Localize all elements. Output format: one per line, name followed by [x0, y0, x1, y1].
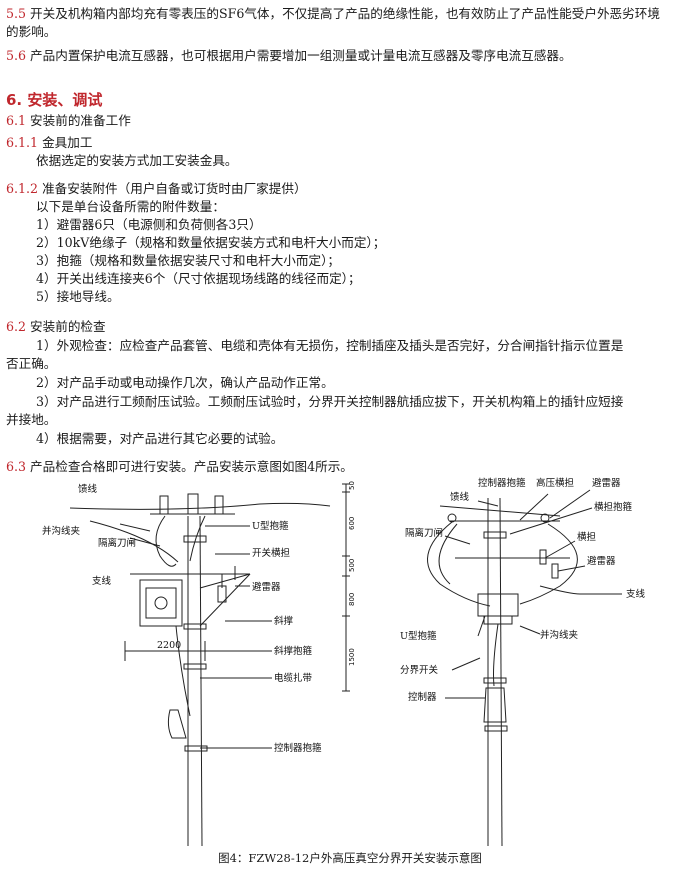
left-parallel-clamp-wire — [89, 520, 179, 563]
s6-1: 6.1 安装前的准备工作 — [6, 112, 131, 130]
s6-1-num: 6.1 — [6, 113, 27, 128]
s6-1-1-text: 金具加工 — [42, 135, 93, 150]
insulator-icon — [540, 513, 550, 523]
label-brace-clamp: 斜撑抱箍 — [274, 645, 313, 657]
label-cable-tie: 电缆扎带 — [274, 672, 313, 684]
list-item: 5）接地导线。 — [36, 289, 120, 304]
s6-2-num: 6.2 — [6, 319, 27, 334]
arrester-icon — [217, 585, 227, 603]
left-controller — [167, 709, 187, 739]
s6-2-text: 安装前的检查 — [30, 319, 106, 334]
dim-800: 800 — [348, 593, 356, 606]
para-5-6-num: 5.6 — [6, 48, 27, 63]
s6-1-1-num: 6.1.1 — [6, 135, 39, 150]
label-arrester-r2: 避雷器 — [587, 555, 616, 567]
right-pole — [499, 497, 503, 847]
label-branch-line-r: 支线 — [626, 588, 646, 600]
left-switch-gauge-icon — [154, 596, 168, 610]
label-controller-clamp-r: 控制器抱箍 — [478, 477, 526, 489]
label-u-clamp-r: U型抱箍 — [400, 630, 437, 642]
para-5-5-num: 5.5 — [6, 6, 27, 21]
section-6-heading: 6. 安装、调试 — [6, 91, 103, 109]
dim-50: 50 — [348, 481, 356, 490]
s6-3-num: 6.3 — [6, 459, 27, 474]
s6-1-1: 6.1.1 金具加工 — [6, 134, 92, 152]
label-isolating-switch-r: 隔离刀闸 — [405, 527, 443, 539]
label-isolating-switch: 隔离刀闸 — [98, 537, 136, 549]
right-cable-loop — [427, 521, 491, 607]
list-item: 1）避雷器6只（电源侧和负荷侧各3只） — [36, 217, 262, 232]
left-pole — [199, 515, 203, 847]
right-feeder-wire — [439, 505, 561, 517]
s6-1-1-body: 依据选定的安装方式加工安装金具。 — [36, 153, 238, 168]
left-switch-body — [139, 579, 183, 627]
label-branch-line: 支线 — [92, 575, 112, 587]
dim-500: 500 — [348, 559, 356, 572]
insulator-icon — [187, 493, 199, 515]
s6-1-2-num: 6.1.2 — [6, 181, 39, 196]
s6-1-2-intro: 以下是单台设备所需的附件数量： — [36, 199, 225, 214]
list-item: 2）10kV绝缘子（规格和数量依据安装方式和电杆大小而定）； — [36, 235, 386, 250]
list-item: 3）抱箍（规格和数量依据安装尺寸和电杆大小而定）； — [36, 253, 340, 268]
s6-1-2: 6.1.2 准备安装附件（用户自备或订货时由厂家提供） — [6, 180, 307, 198]
installation-diagram: 馈线 并沟线夹 隔离刀闸 U型抱箍 开关横担 支线 避雷器 斜撑 斜撑抱箍 电缆… — [42, 477, 646, 847]
s6-1-2-text: 准备安装附件（用户自备或订货时由厂家提供） — [42, 181, 307, 196]
s6-2-line: 4）根据需要，对产品进行其它必要的试验。 — [36, 431, 284, 446]
label-parallel-clamp: 并沟线夹 — [42, 525, 81, 537]
s6-3: 6.3 产品检查合格即可进行安装。产品安装示意图如图4所示。 — [6, 458, 353, 476]
label-feeder-r: 馈线 — [450, 491, 470, 503]
arrester-icon — [551, 563, 559, 579]
para-5-5-cont: 的影响。 — [6, 24, 57, 39]
insulator-icon — [159, 495, 169, 515]
arrester-icon — [539, 549, 547, 565]
s6-2-line: 3）对产品进行工频耐压试验。工频耐压试验时，分界开关控制器航插应拔下，开关机构箱… — [36, 394, 624, 409]
s6-2-line: 否正确。 — [6, 356, 57, 371]
right-controller — [483, 687, 507, 723]
s6-2-line: 并接地。 — [6, 412, 57, 427]
label-controller-clamp: 控制器抱箍 — [274, 742, 322, 754]
left-brace — [199, 573, 251, 589]
s6-2-line: 2）对产品手动或电动操作几次，确认产品动作正常。 — [36, 375, 334, 390]
s6-1-text: 安装前的准备工作 — [30, 113, 131, 128]
label-u-clamp: U型抱箍 — [252, 520, 289, 532]
para-5-6: 5.6 产品内置保护电流互感器，也可根据用户需要增加一组测量或计量电流互感器及零… — [6, 47, 572, 65]
s6-3-text: 产品检查合格即可进行安装。产品安装示意图如图4所示。 — [30, 459, 353, 474]
label-crossarm-r: 横担 — [577, 531, 597, 543]
para-5-5-text: 开关及机构箱内部均充有零表压的SF6气体，不仅提高了产品的绝缘性能，也有效防止了… — [30, 6, 660, 21]
label-boundary-switch: 分界开关 — [400, 664, 439, 676]
insulator-icon — [214, 495, 224, 515]
para-5-6-text: 产品内置保护电流互感器，也可根据用户需要增加一组测量或计量电流互感器及零序电流互… — [30, 48, 572, 63]
dim-1500: 1500 — [348, 648, 356, 666]
dim-600: 600 — [348, 517, 356, 530]
label-crossarm-clamp: 横担抱箍 — [594, 501, 633, 513]
label-feeder: 馈线 — [78, 483, 98, 495]
list-item: 4）开关出线连接夹6个（尺寸依据现场线路的线径而定）； — [36, 271, 361, 286]
label-hv-crossarm: 高压横担 — [536, 477, 575, 489]
label-brace: 斜撑 — [274, 615, 294, 627]
figure-caption: 图4：FZW28-12户外高压真空分界开关安装示意图 — [218, 851, 482, 865]
s6-2-line: 1）外观检查：应检查产品套管、电缆和壳体有无损伤，控制插座及插头是否完好，分合闸… — [36, 338, 624, 353]
dim-2200: 2200 — [157, 640, 181, 651]
label-controller-r: 控制器 — [408, 691, 437, 703]
label-parallel-clamp-r: 并沟线夹 — [540, 629, 579, 641]
para-5-5: 5.5 开关及机构箱内部均充有零表压的SF6气体，不仅提高了产品的绝缘性能，也有… — [6, 5, 660, 23]
s6-2: 6.2 安装前的检查 — [6, 318, 106, 336]
label-arrester-r1: 避雷器 — [592, 477, 621, 489]
left-feeder-wire — [69, 502, 331, 510]
label-arrester: 避雷器 — [252, 581, 281, 593]
label-switch-crossarm: 开关横担 — [252, 547, 291, 559]
